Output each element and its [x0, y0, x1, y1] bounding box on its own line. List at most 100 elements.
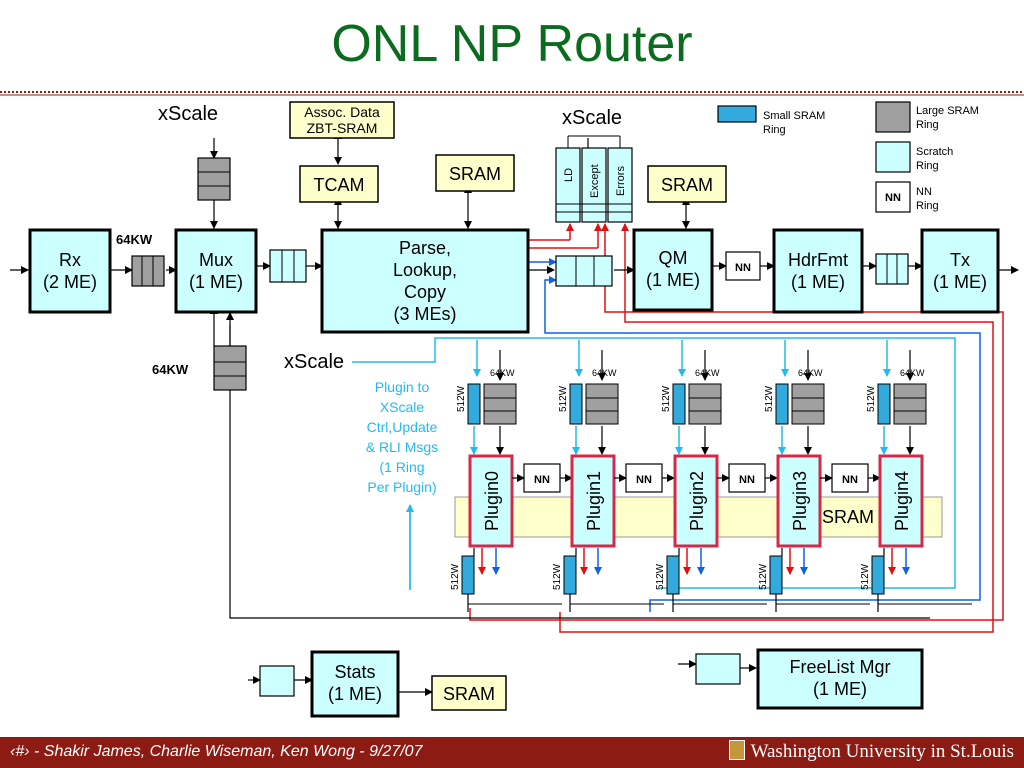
tx-sub: (1 ME) [933, 272, 987, 292]
plugin-in-ring-large [893, 383, 927, 425]
plugin-label: Plugin1 [584, 471, 604, 531]
legend-nn-2: Ring [916, 200, 939, 212]
plugin-box [468, 454, 514, 548]
legend-small-2: Ring [763, 124, 786, 136]
legend-large-2: Ring [916, 119, 939, 131]
plugin-note-1: Plugin to [375, 379, 430, 395]
footer-bar: ‹#› - Shakir James, Charlie Wiseman, Ken… [0, 737, 1024, 768]
tx-label: Tx [950, 250, 970, 270]
kw64-top-label: 64KW [116, 232, 153, 247]
plugin-in-ring-large [483, 383, 517, 425]
parse-line2: Lookup, [393, 260, 457, 280]
legend-nn-mark: NN [885, 192, 901, 204]
parse-line3: Copy [404, 282, 446, 302]
plugin-in-ring-label: 512W [558, 385, 569, 412]
plugin-out-ring [563, 555, 577, 595]
tcam-label: TCAM [314, 175, 365, 195]
legend-scratch-1: Scratch [916, 146, 953, 158]
freelist-sub: (1 ME) [813, 679, 867, 699]
plugin-note-5: (1 Ring [379, 459, 424, 475]
router-diagram: SRAM [0, 91, 1024, 718]
plugin-out-ring [666, 555, 680, 595]
plugin-kw64-label: 64KW [592, 368, 617, 378]
sram-parse-box: SRAM [435, 154, 515, 192]
freelist-ring [695, 653, 741, 685]
plugin-note: Plugin to XScale Ctrl,Update & RLI Msgs … [366, 379, 438, 495]
mux-sub: (1 ME) [189, 272, 243, 292]
plugin-nn-ring [523, 463, 561, 493]
crest-icon [728, 740, 745, 760]
plugin-out-ring-label: 512W [450, 563, 461, 590]
stats-label: Stats [334, 662, 375, 682]
slide-title: ONL NP Router [331, 15, 693, 73]
plugin-label: Plugin0 [482, 471, 502, 531]
plugin-out-ring [461, 555, 475, 595]
xscale-qm-label: xScale [562, 107, 622, 129]
rx-sub: (2 ME) [43, 272, 97, 292]
ring-ld-label: LD [563, 168, 575, 182]
tcam-box: TCAM [299, 165, 379, 203]
plugin-nn-label: NN [636, 474, 652, 486]
plugin-out-ring-label: 512W [758, 563, 769, 590]
plugin-in-ring-label: 512W [661, 385, 672, 412]
plugin-label: Plugin3 [790, 471, 810, 531]
parse-line4: (3 MEs) [394, 304, 457, 324]
plugins-group: 512W 64KW Plugin0 NN 512W 512W 64KW Plugin1 NN 51… [450, 340, 972, 612]
plugin-in-ring-small [877, 383, 891, 425]
plugin-in-ring-small [467, 383, 481, 425]
plugin-label: Plugin2 [687, 471, 707, 531]
sram-qm-label: SRAM [661, 175, 713, 195]
xscale-plugin-label: xScale [284, 351, 344, 373]
xscale-rings: LD Except Errors [555, 135, 633, 223]
tx-box: Tx (1 ME) [920, 228, 1000, 314]
plugin-in-ring-large [791, 383, 825, 425]
plugin-in-ring-label: 512W [456, 385, 467, 412]
mux-box: Mux (1 ME) [174, 228, 258, 314]
mux-label: Mux [199, 250, 233, 270]
plugin-note-2: XScale [380, 399, 425, 415]
plugin-nn-ring [831, 463, 869, 493]
plugin-kw64-label: 64KW [798, 368, 823, 378]
parse-line1: Parse, [399, 238, 451, 258]
plugin-in-ring-small [672, 383, 686, 425]
rx-label: Rx [59, 250, 81, 270]
sram-stats-box: SRAM [431, 675, 507, 711]
legend: Small SRAM Ring Large SRAM Ring Scratch … [717, 101, 979, 213]
plugin-note-4: & RLI Msgs [366, 439, 438, 455]
plugin-kw64-label: 64KW [695, 368, 720, 378]
cyan-lines [352, 337, 956, 590]
plugin-sram-label: SRAM [822, 507, 874, 527]
legend-nn-1: NN [916, 186, 932, 198]
plugin-in-ring-large [585, 383, 619, 425]
hdrfmt-box: HdrFmt (1 ME) [772, 228, 864, 314]
connectors [10, 131, 1019, 696]
qm-sub: (1 ME) [646, 270, 700, 290]
plugin-in-ring-large [688, 383, 722, 425]
plugin-in-ring-label: 512W [866, 385, 877, 412]
plugin-in-ring-label: 512W [764, 385, 775, 412]
sram-parse-label: SRAM [449, 164, 501, 184]
plugin-box [673, 454, 719, 548]
qm-label: QM [659, 248, 688, 268]
plugin-in-ring-small [775, 383, 789, 425]
plugin-nn-ring [625, 463, 663, 493]
hdrfmt-sub: (1 ME) [791, 272, 845, 292]
freelist-box: FreeList Mgr (1 ME) [756, 648, 924, 710]
stats-box: Stats (1 ME) [310, 650, 400, 718]
plugin-nn-label: NN [534, 474, 550, 486]
university-name: Washington University in St.Louis [750, 741, 1014, 762]
nn-ring-qm: NN [735, 262, 751, 274]
xscale-rx-label: xScale [158, 103, 218, 125]
assoc-data-line1: Assoc. Data [304, 104, 380, 120]
kw64-bottom-label: 64KW [152, 362, 189, 377]
plugin-box [776, 454, 822, 548]
plugin-out-ring-label: 512W [860, 563, 871, 590]
sram-qm-box: SRAM [647, 165, 727, 203]
plugin-nn-label: NN [842, 474, 858, 486]
legend-small-1: Small SRAM [763, 110, 825, 122]
footer-credit: ‹#› - Shakir James, Charlie Wiseman, Ken… [10, 743, 423, 760]
ring-errors-label: Errors [615, 166, 627, 196]
ring-except-label: Except [589, 164, 601, 198]
blue-lines [528, 258, 981, 612]
stats-ring [259, 665, 295, 697]
